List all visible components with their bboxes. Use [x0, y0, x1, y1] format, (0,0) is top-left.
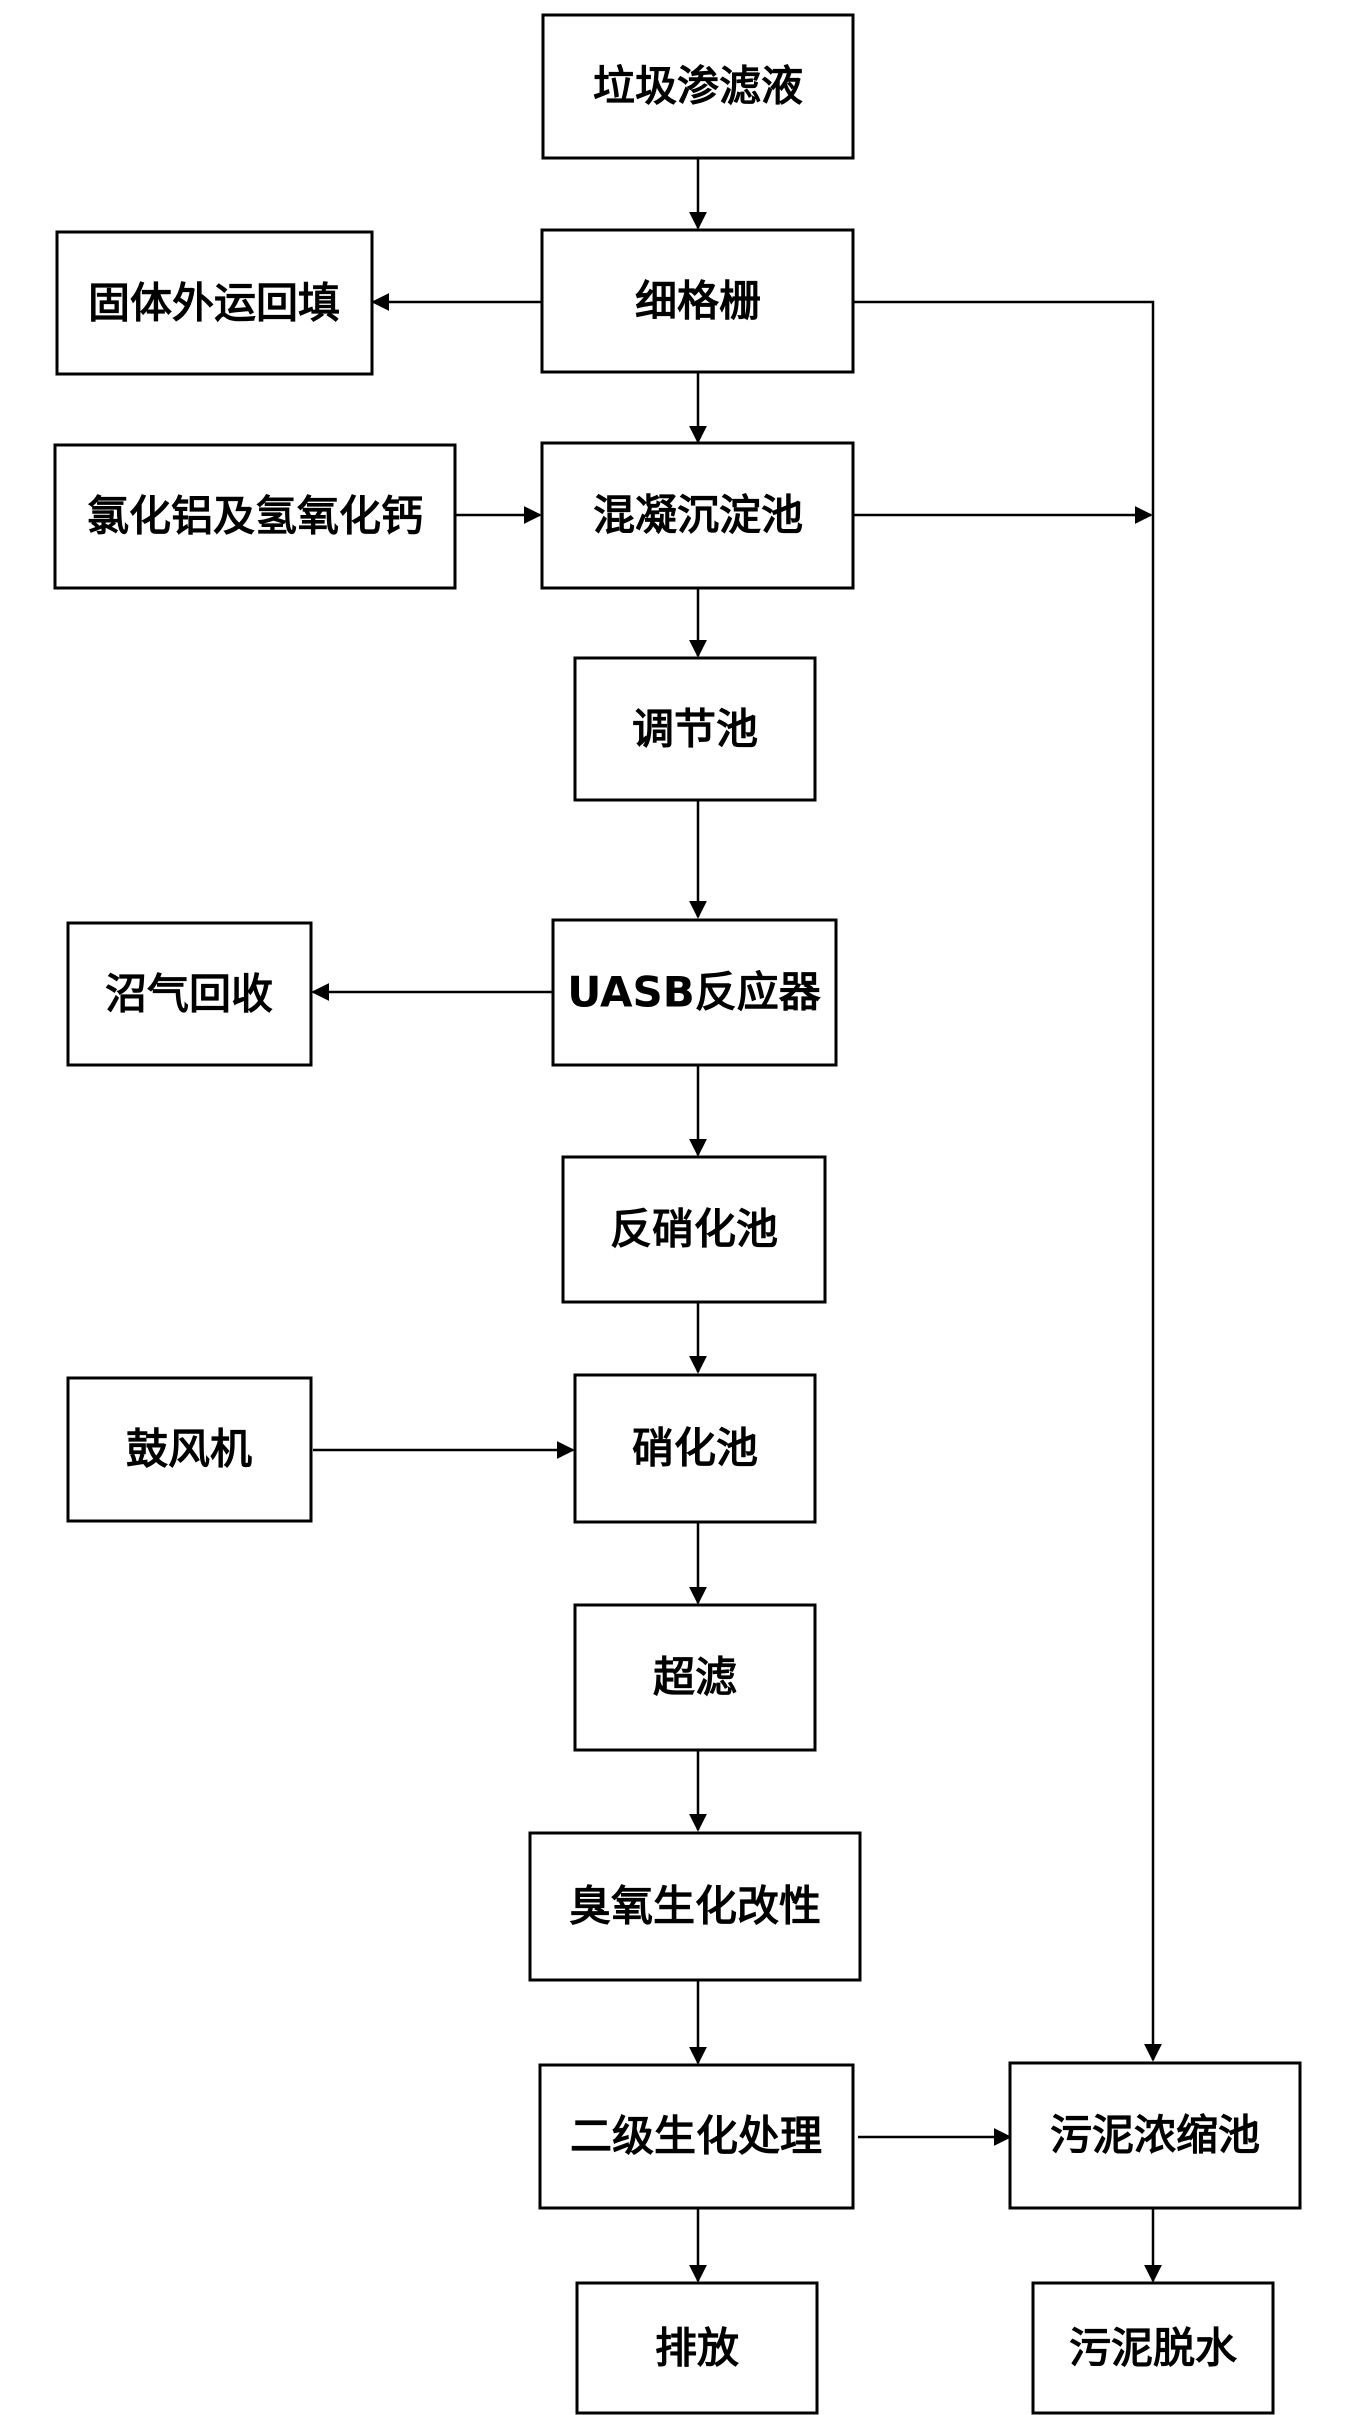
node-sludge-dewatering-label: 污泥脱水 — [1069, 2324, 1238, 2373]
node-ozone-modification-label: 臭氧生化改性 — [569, 1882, 821, 1931]
node-equalization-tank: 调节池 — [573, 656, 817, 802]
node-uasb-label: UASB反应器 — [567, 968, 822, 1017]
node-ozone-modification: 臭氧生化改性 — [528, 1831, 862, 1982]
node-uasb: UASB反应器 — [551, 918, 838, 1067]
node-ultrafiltration: 超滤 — [573, 1603, 817, 1752]
node-leachate: 垃圾渗滤液 — [541, 13, 855, 160]
node-biogas-recovery-label: 沼气回收 — [105, 970, 273, 1019]
node-solid-disposal: 固体外运回填 — [55, 230, 374, 376]
node-coagulant: 氯化铝及氢氧化钙 — [53, 443, 457, 590]
node-secondary-treatment: 二级生化处理 — [538, 2063, 855, 2210]
node-coagulant-label: 氯化铝及氢氧化钙 — [87, 492, 423, 541]
node-blower-label: 鼓风机 — [126, 1425, 252, 1474]
node-denitrification-tank: 反硝化池 — [561, 1155, 827, 1304]
node-secondary-treatment-label: 二级生化处理 — [570, 2112, 822, 2161]
node-nitrification-tank: 硝化池 — [573, 1373, 817, 1524]
node-nitrification-tank-label: 硝化池 — [632, 1424, 758, 1473]
node-coag-sed-tank-label: 混凝沉淀池 — [593, 491, 803, 540]
node-sludge-dewatering: 污泥脱水 — [1031, 2281, 1275, 2415]
node-fine-screen: 细格栅 — [540, 228, 855, 374]
node-sludge-thickener-label: 污泥浓缩池 — [1050, 2111, 1260, 2160]
node-solid-disposal-label: 固体外运回填 — [88, 279, 340, 328]
node-denitrification-tank-label: 反硝化池 — [610, 1205, 778, 1254]
node-coag-sed-tank: 混凝沉淀池 — [540, 441, 855, 590]
node-equalization-tank-label: 调节池 — [632, 705, 758, 754]
node-leachate-label: 垃圾渗滤液 — [593, 62, 803, 111]
node-ultrafiltration-label: 超滤 — [653, 1653, 737, 1702]
node-biogas-recovery: 沼气回收 — [66, 921, 313, 1067]
edge-screen-to-thickener — [853, 300, 1162, 2062]
node-fine-screen-label: 细格栅 — [635, 277, 761, 326]
node-discharge-label: 排放 — [655, 2324, 739, 2373]
connectors — [311, 158, 1162, 2283]
node-blower: 鼓风机 — [66, 1376, 313, 1523]
node-discharge: 排放 — [575, 2281, 819, 2415]
node-sludge-thickener: 污泥浓缩池 — [1008, 2061, 1302, 2210]
